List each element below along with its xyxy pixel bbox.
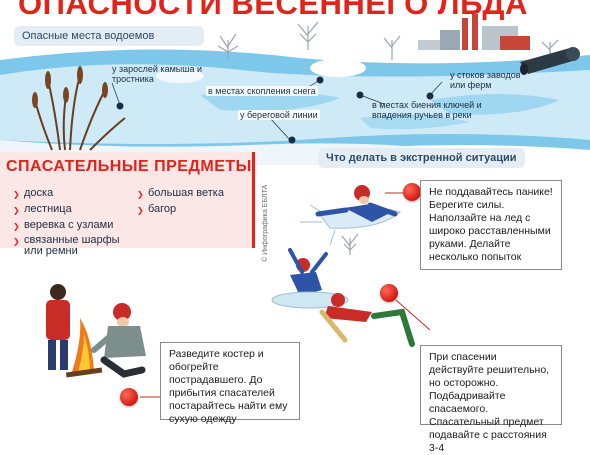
list-item: веревка с узлами xyxy=(13,220,113,233)
rescue-title: СПАСАТЕЛЬНЫЕ ПРЕДМЕТЫ xyxy=(6,158,252,175)
ice-scene xyxy=(0,14,590,398)
person-icon xyxy=(315,185,398,222)
snow-mound xyxy=(156,69,204,83)
section-label-emergency: Что делать в экстренной ситуации xyxy=(318,148,525,168)
tip-box-rescue: При спасении действуйте решительно, но о… xyxy=(420,345,562,454)
snow-mound xyxy=(310,59,366,77)
section-label-dangerous-places: Опасные места водоемов xyxy=(14,26,204,46)
tip-box-campfire: Разведите костер и обогрейте пострадавше… xyxy=(160,342,300,425)
person-icon xyxy=(91,303,146,378)
tip-box-stay-calm: Не поддавайтесь панике! Берегите силы. Н… xyxy=(420,180,562,270)
hazard-label-shore: у береговой линии xyxy=(238,110,320,120)
hazard-label-reeds: у зарослей камыша и тростника xyxy=(112,64,202,84)
credit-text: © Инфографика ЕБЛТА xyxy=(262,184,269,262)
bullet-dot xyxy=(403,183,421,201)
factory-icon xyxy=(418,14,530,50)
rescuer-icon xyxy=(319,293,415,347)
list-item: большая ветка xyxy=(137,188,224,201)
hazard-label-springs: в местах биения ключей и впадения ручьев… xyxy=(372,100,482,120)
campfire-icon xyxy=(65,318,103,378)
bullet-dot xyxy=(380,284,398,302)
page-title: ОПАСНОСТИ ВЕСЕННЕГО ЛЬДА xyxy=(18,0,528,21)
ice-crack-area xyxy=(430,94,560,115)
bullet-dot xyxy=(120,388,138,406)
hazard-label-factories: у стоков заводов или ферм xyxy=(450,70,521,90)
rescue-panel xyxy=(0,152,255,248)
list-item: доска xyxy=(13,188,53,201)
tree-icon xyxy=(217,21,559,255)
pipe-icon xyxy=(520,48,576,74)
list-item: багор xyxy=(137,204,176,217)
list-item: лестница xyxy=(13,204,72,217)
list-item: связанные шарфы или ремни xyxy=(13,235,120,257)
person-icon xyxy=(46,284,70,370)
hazard-label-snow: в местах скопления снега xyxy=(206,86,318,96)
person-icon xyxy=(271,248,349,309)
leader-line xyxy=(395,299,431,331)
ice-crack-area xyxy=(360,114,470,130)
